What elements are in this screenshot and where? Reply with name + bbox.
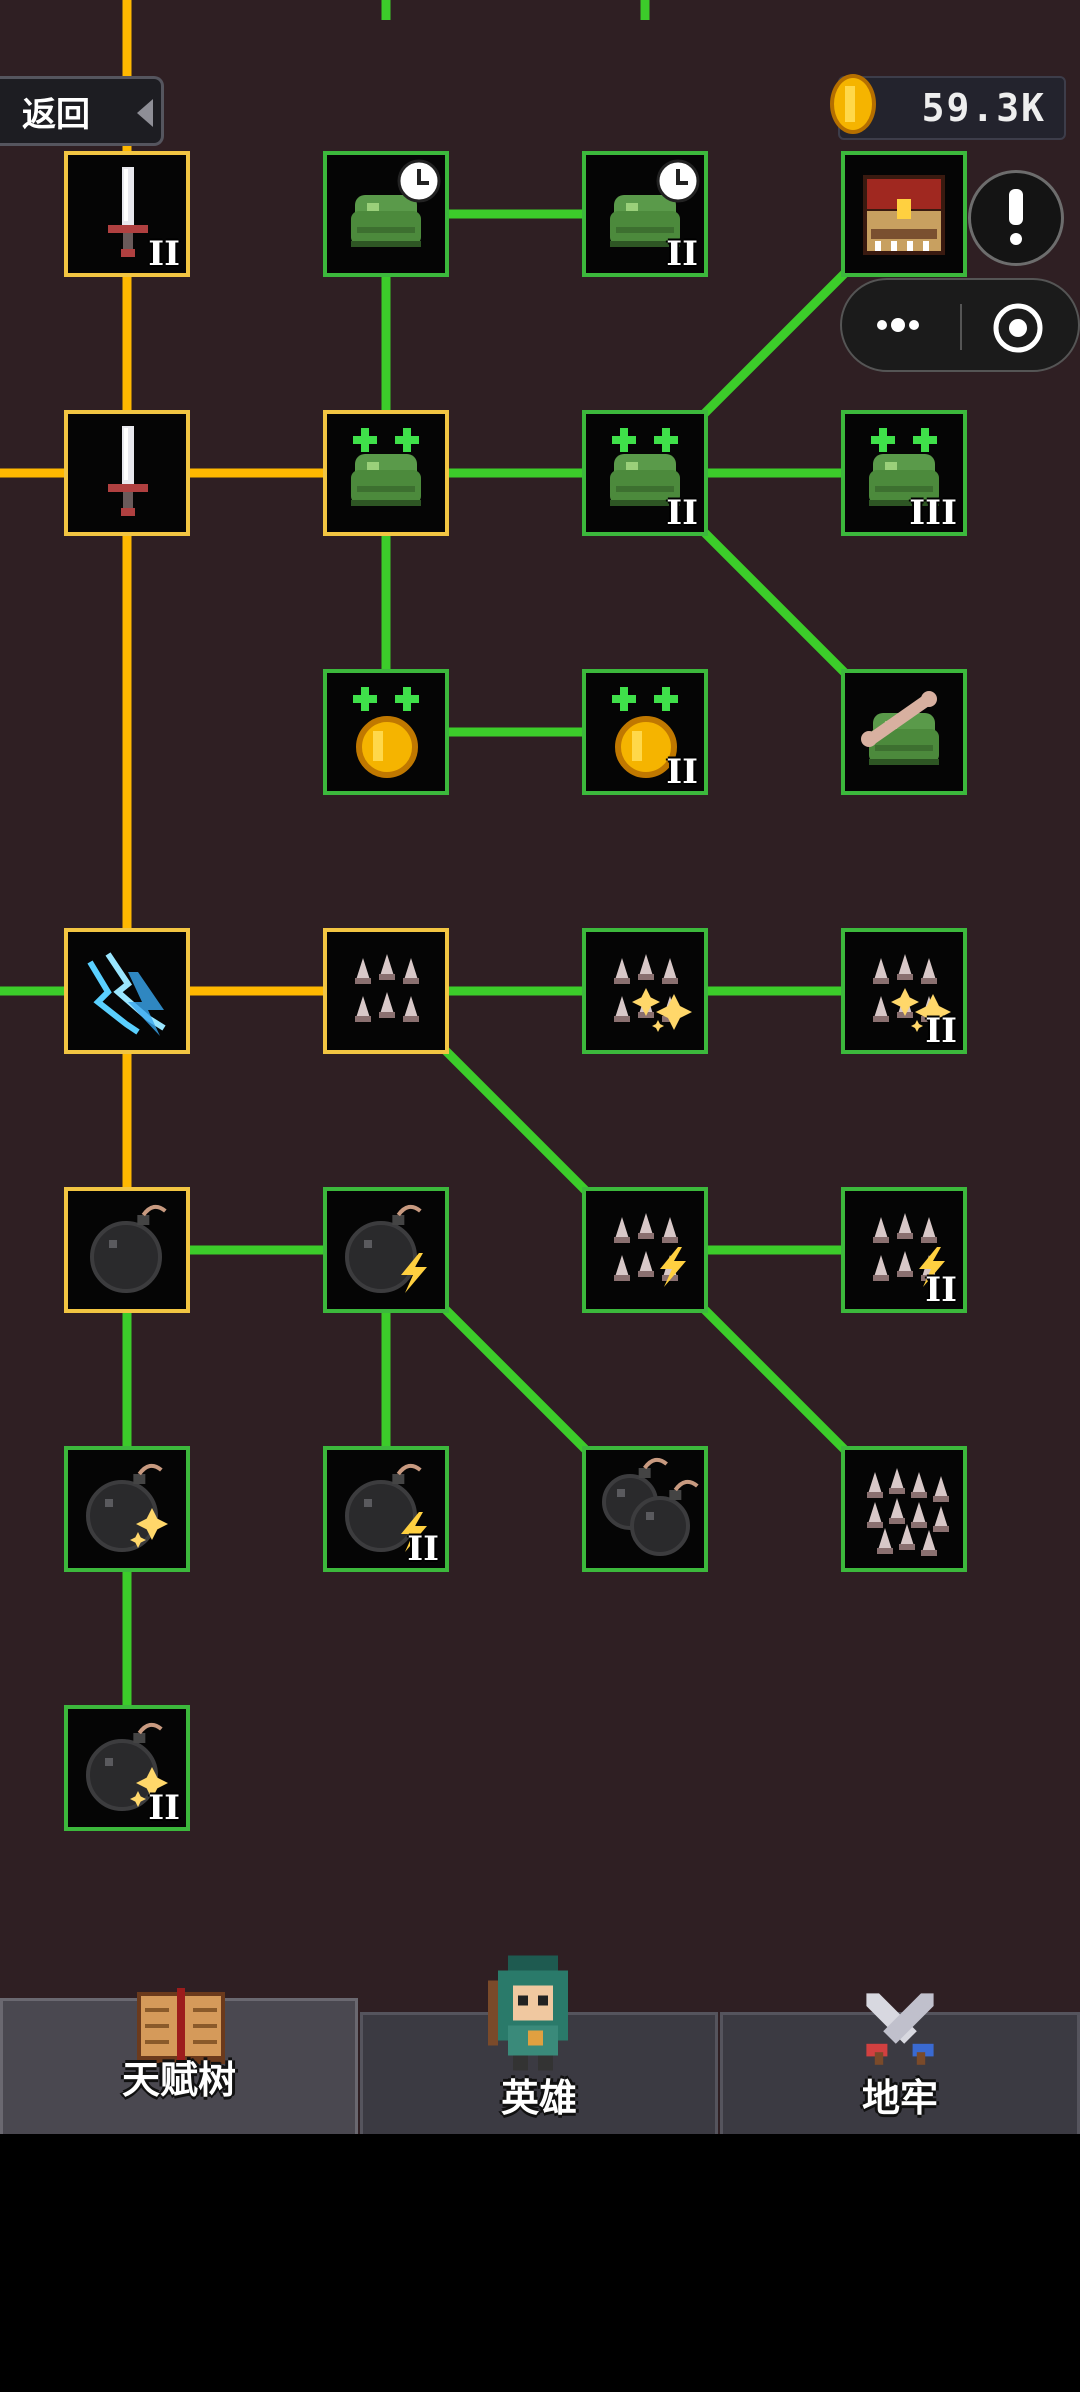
bomb-icon (90, 1204, 167, 1293)
bomb-spark-icon (86, 1463, 168, 1552)
talent-node-spikes-spark-1[interactable] (582, 928, 708, 1054)
tier-label: II (148, 1788, 180, 1828)
slime-heal-icon (351, 428, 421, 506)
talent-node-coin-plus-2[interactable]: II (582, 669, 708, 795)
many-spikes-icon (867, 1468, 949, 1556)
talent-node-sword-2[interactable] (64, 410, 190, 536)
tier-label: II (925, 1270, 957, 1310)
talent-node-bomb-bolt-2[interactable]: II (323, 1446, 449, 1572)
slime-heal-icon (869, 428, 939, 506)
lightning-icon (87, 952, 166, 1036)
tier-label: II (407, 1529, 439, 1569)
more-options-icon[interactable] (870, 310, 930, 340)
tier-label: II (148, 234, 180, 274)
tab-dungeon-label: 地牢 (861, 2076, 938, 2120)
double-bomb-icon (602, 1457, 699, 1556)
talent-node-spikes-1[interactable] (323, 928, 449, 1054)
close-target-icon[interactable] (990, 300, 1046, 356)
tab-dungeon[interactable]: 地牢 (720, 1993, 1080, 2134)
spikes-spark-icon (614, 954, 692, 1032)
talent-node-sword-1[interactable]: II (64, 151, 190, 277)
back-arrow-icon (137, 99, 153, 127)
spikes-icon (355, 954, 419, 1022)
coin-plus-icon (353, 687, 419, 778)
coin-amount: 59.3K (921, 86, 1046, 130)
book-icon (137, 1988, 225, 2072)
bottom-tab-bar: 天赋树 英雄 地牢 (0, 1955, 1080, 2134)
slime-bone-icon (861, 691, 939, 765)
treasure-chest-icon (863, 175, 945, 255)
sword-icon (108, 426, 148, 516)
tab-hero[interactable]: 英雄 (360, 1955, 718, 2134)
bomb-spark-icon (86, 1722, 168, 1811)
talent-node-slime-heal-2[interactable]: II (582, 410, 708, 536)
tab-hero-label: 英雄 (500, 2076, 577, 2120)
slime-timer-icon (610, 159, 700, 247)
talent-node-slime-heal-1[interactable] (323, 410, 449, 536)
tier-label: II (666, 493, 698, 533)
coin-plus-icon (612, 687, 678, 778)
tier-label: III (909, 493, 957, 533)
talent-node-lightning[interactable] (64, 928, 190, 1054)
back-button-label: 返回 (22, 94, 90, 135)
spikes-bolt-icon (614, 1213, 686, 1287)
crossed-swords-icon (866, 1993, 934, 2065)
sword-icon (108, 167, 148, 257)
tier-label: II (925, 1011, 957, 1051)
talent-node-bomb-bolt-1[interactable] (323, 1187, 449, 1313)
talent-node-slime-timer-2[interactable]: II (582, 151, 708, 277)
talent-node-bomb-spark-2[interactable]: II (64, 1705, 190, 1831)
talent-node-spikes-bolt-1[interactable] (582, 1187, 708, 1313)
tier-label: II (666, 752, 698, 792)
system-navigation-area (0, 2134, 1080, 2392)
spikes-bolt-icon (873, 1213, 945, 1287)
bomb-bolt-icon (345, 1463, 427, 1552)
talent-node-bomb-1[interactable] (64, 1187, 190, 1313)
talent-node-many-spikes[interactable] (841, 1446, 967, 1572)
talent-node-coin-plus-1[interactable] (323, 669, 449, 795)
coin-counter: 59.3K (830, 74, 1066, 140)
tab-talent-tree[interactable]: 天赋树 (0, 1988, 358, 2134)
spikes-spark-icon (873, 954, 951, 1032)
mini-program-capsule (840, 278, 1080, 372)
talent-node-double-bomb[interactable] (582, 1446, 708, 1572)
info-button[interactable] (968, 170, 1064, 266)
talent-node-chest[interactable] (841, 151, 967, 277)
talent-node-slime-timer-1[interactable] (323, 151, 449, 277)
slime-heal-icon (610, 428, 680, 506)
coin-icon (830, 74, 876, 134)
talent-node-spikes-bolt-2[interactable]: II (841, 1187, 967, 1313)
tier-label: II (666, 234, 698, 274)
tab-talent-tree-label: 天赋树 (121, 2058, 236, 2102)
talent-node-bomb-spark-1[interactable] (64, 1446, 190, 1572)
info-icon (1009, 189, 1023, 245)
hero-archer-icon (488, 1955, 568, 2071)
capsule-divider (960, 304, 962, 350)
bomb-bolt-icon (345, 1204, 427, 1293)
back-button[interactable]: 返回 (0, 76, 164, 146)
talent-node-slime-bone[interactable] (841, 669, 967, 795)
talent-node-spikes-spark-2[interactable]: II (841, 928, 967, 1054)
talent-node-slime-heal-3[interactable]: III (841, 410, 967, 536)
slime-timer-icon (351, 159, 441, 247)
